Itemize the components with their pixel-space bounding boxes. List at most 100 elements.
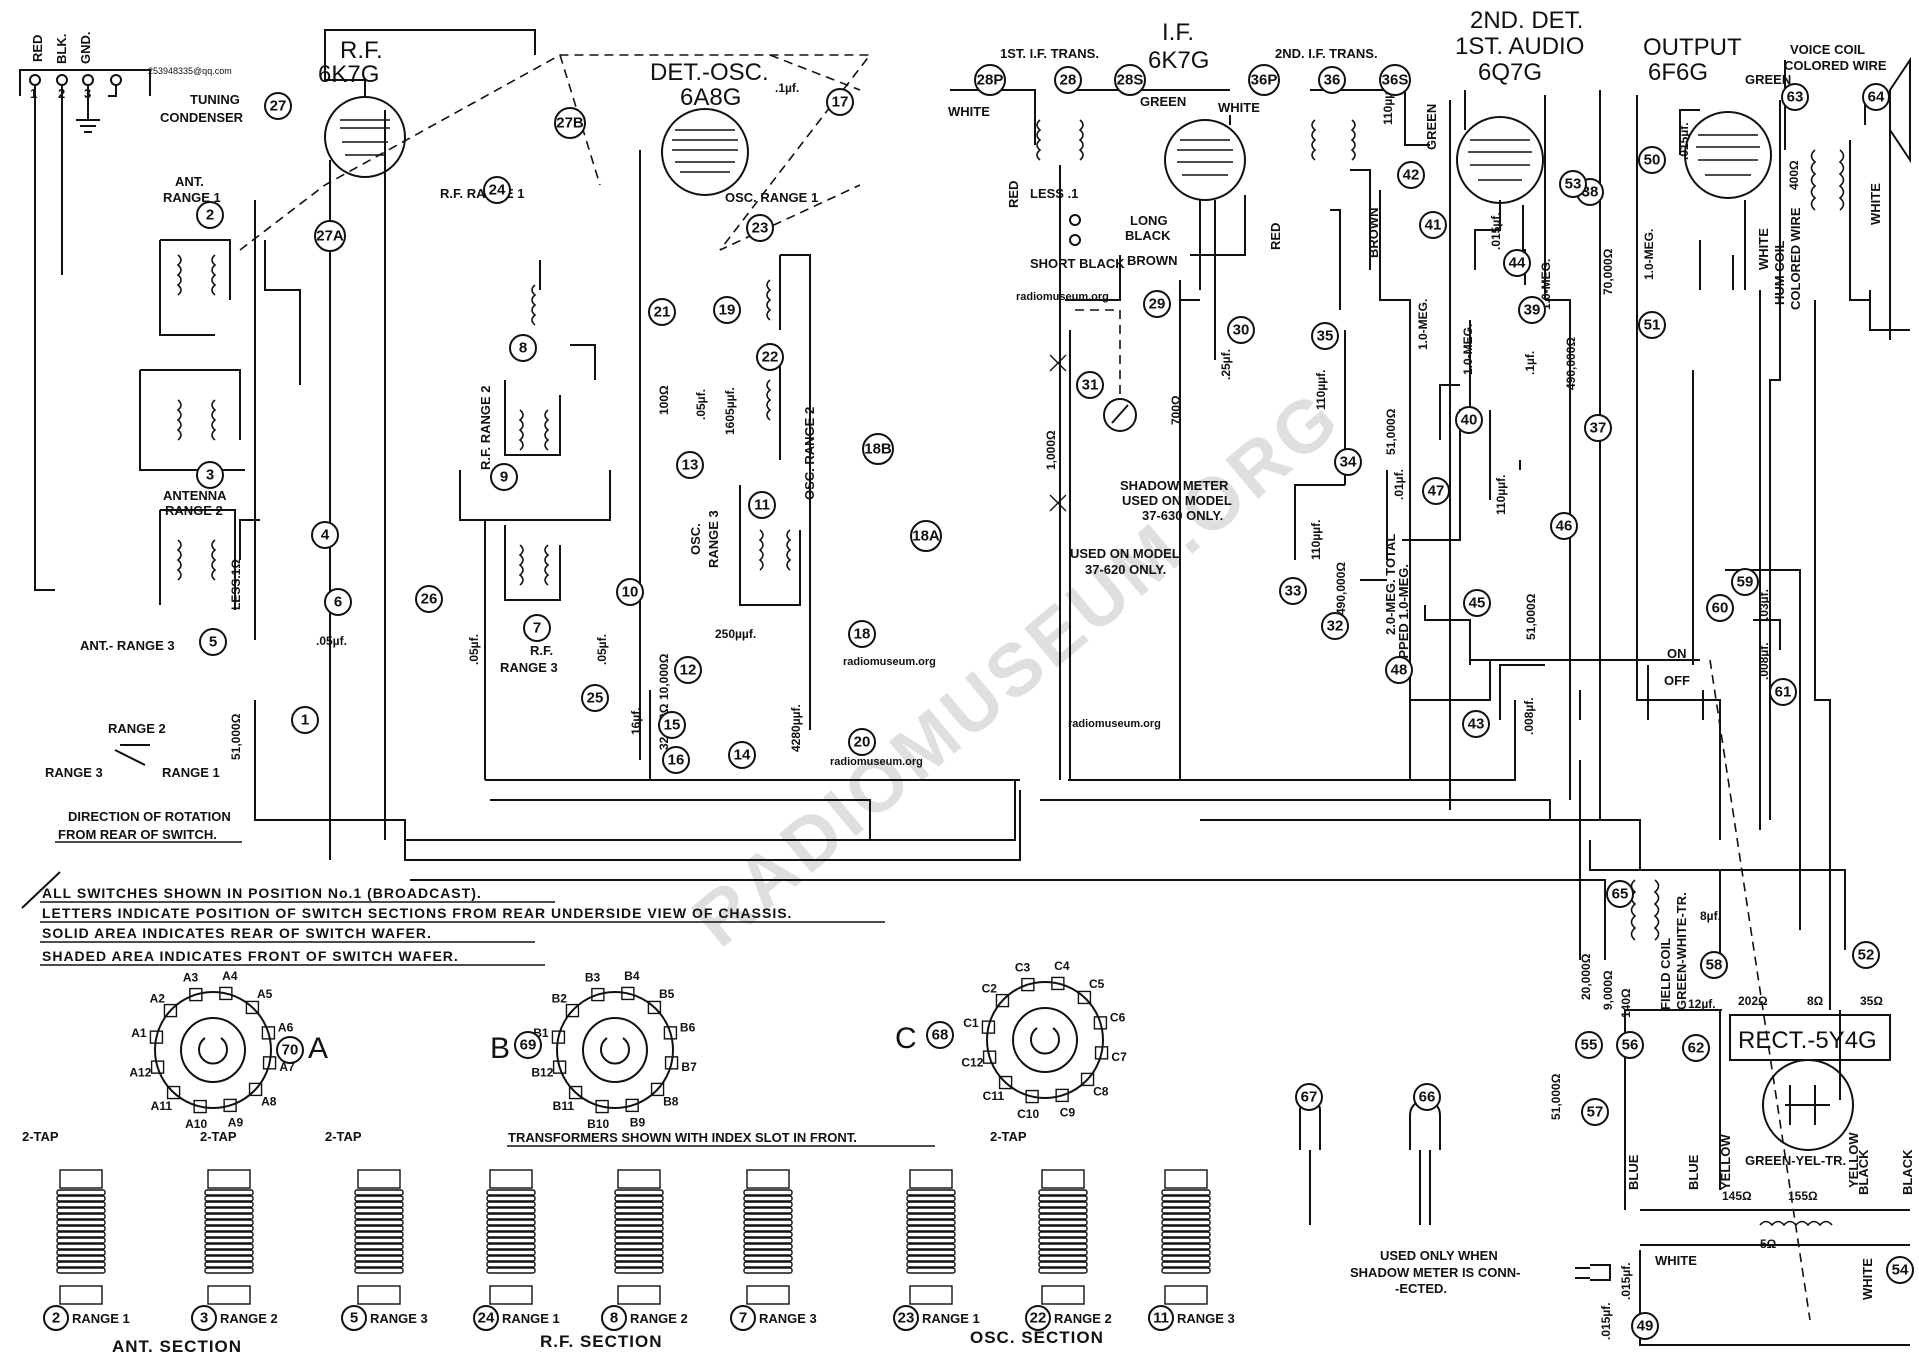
callout-43: 43 bbox=[1462, 710, 1490, 738]
callout-28s: 28S bbox=[1114, 64, 1146, 96]
ant-coils: ANT. RANGE 1 ANTENNA RANGE 2 ANT.- RANGE… bbox=[80, 92, 301, 653]
val-r63: 400Ω bbox=[1787, 160, 1801, 190]
svg-text:11: 11 bbox=[754, 497, 770, 514]
ant-range1-label-1: ANT. bbox=[175, 174, 204, 189]
rf-range3-label-1: R.F. bbox=[530, 643, 553, 658]
callout-17: 17 bbox=[826, 88, 854, 116]
switch-contact-c9: C9 bbox=[1060, 1106, 1076, 1120]
switch-contact-b2: B2 bbox=[552, 991, 568, 1005]
osc-range2-label: OSC. RANGE 2 bbox=[802, 407, 817, 500]
switch-contact-b9: B9 bbox=[630, 1116, 646, 1130]
val-c49b: .015µf. bbox=[1599, 1302, 1613, 1340]
tapped-label: TAPPED 1.0-MEG. bbox=[1396, 564, 1411, 675]
callout-66: 66 bbox=[1413, 1083, 1441, 1111]
callout-55: 55 bbox=[1575, 1031, 1603, 1059]
coil-label-5: RANGE 2 bbox=[630, 1311, 688, 1326]
callout-25: 25 bbox=[581, 684, 609, 712]
output-tube-line1: OUTPUT bbox=[1643, 34, 1742, 61]
val-c12: 250µµf. bbox=[715, 627, 756, 641]
callout-36: 36 bbox=[1318, 66, 1346, 94]
callout-60: 60 bbox=[1706, 594, 1734, 622]
svg-text:10: 10 bbox=[622, 584, 639, 601]
val-less-1: LESS.1Ω bbox=[229, 559, 243, 610]
ant-range1-label-2: RANGE 1 bbox=[163, 190, 221, 205]
component-values: .1µf. .05µf. 100Ω 1605µµf. 10,000Ω 32,00… bbox=[229, 81, 1883, 1340]
terminal-1-label: 1 bbox=[30, 86, 37, 101]
if-brown-label: BROWN bbox=[1366, 207, 1381, 258]
svg-text:26: 26 bbox=[421, 591, 438, 608]
callout-51: 51 bbox=[1638, 311, 1666, 339]
coil-label-4: RANGE 1 bbox=[502, 1311, 560, 1326]
svg-text:36P: 36P bbox=[1251, 72, 1278, 89]
svg-text:25: 25 bbox=[587, 690, 604, 707]
shadow-meter-label-2: USED ON MODEL bbox=[1122, 493, 1232, 508]
callout-36s: 36S bbox=[1379, 64, 1411, 96]
val-r140: 140Ω bbox=[1619, 988, 1633, 1018]
val-c35: 110µµf. bbox=[1314, 369, 1328, 410]
val-c13: 1605µµf. bbox=[723, 387, 737, 435]
switch-contact-c10: C10 bbox=[1017, 1107, 1039, 1121]
brown-label: BROWN bbox=[1127, 253, 1178, 268]
callout-1: 1 bbox=[291, 706, 319, 734]
callout-18b: 18B bbox=[862, 433, 894, 465]
svg-text:43: 43 bbox=[1468, 716, 1485, 733]
callout-61: 61 bbox=[1769, 678, 1797, 706]
antenna-range2-label-2: RANGE 2 bbox=[165, 503, 223, 518]
osc-range3-label-2: RANGE 3 bbox=[706, 510, 721, 568]
switch-contact-a10: A10 bbox=[185, 1117, 207, 1131]
val-r57: 51,000Ω bbox=[1549, 1073, 1563, 1120]
svg-text:30: 30 bbox=[1233, 322, 1250, 339]
det2-tube-line1: 2ND. DET. bbox=[1470, 7, 1583, 34]
svg-text:18A: 18A bbox=[912, 528, 940, 545]
osc-section-label: OSC. SECTION bbox=[970, 1328, 1104, 1347]
shadow-meter-label-1: SHADOW METER bbox=[1120, 478, 1229, 493]
speaker: VOICE COIL COLORED WIRE WHITE HUM COIL C… bbox=[1756, 42, 1911, 310]
switch-contact-a2: A2 bbox=[150, 991, 166, 1005]
switch-contact-c5: C5 bbox=[1089, 977, 1105, 991]
callout-27b: 27B bbox=[554, 107, 586, 139]
det2-tube-line3: 6Q7G bbox=[1478, 59, 1542, 86]
radiomuseum-text-3: radiomuseum.org bbox=[1068, 718, 1161, 730]
callout-45: 45 bbox=[1463, 589, 1491, 617]
callout-50: 50 bbox=[1638, 146, 1666, 174]
svg-text:70: 70 bbox=[282, 1042, 299, 1059]
switch-contact-b3: B3 bbox=[585, 970, 601, 984]
tuning-condenser-label-1: TUNING bbox=[190, 92, 240, 107]
det2-tube-line2: 1ST. AUDIO bbox=[1455, 33, 1584, 60]
if-less-label: LESS .1 bbox=[1030, 186, 1078, 201]
val-r29: 700Ω bbox=[1169, 395, 1183, 425]
callout-65: 65 bbox=[1606, 880, 1634, 908]
callout-9: 9 bbox=[490, 463, 518, 491]
rf-tube-line1: R.F. bbox=[340, 37, 383, 64]
svg-text:28P: 28P bbox=[977, 72, 1004, 89]
rot-range2-label: RANGE 2 bbox=[108, 721, 166, 736]
svg-text:40: 40 bbox=[1461, 412, 1478, 429]
if-green-label: GREEN bbox=[1140, 94, 1186, 109]
svg-text:69: 69 bbox=[520, 1037, 537, 1054]
callout-11: 11 bbox=[748, 491, 776, 519]
osc-coils: OSC. RANGE 1 OSC. RANGE 2 OSC. RANGE 3 bbox=[688, 190, 818, 730]
switch-contact-c8: C8 bbox=[1093, 1085, 1109, 1099]
svg-text:48: 48 bbox=[1391, 662, 1408, 679]
rect-tube-label: RECT.-5Y4G bbox=[1738, 1027, 1877, 1054]
tube-rf: R.F. 6K7G bbox=[318, 29, 536, 178]
coil-num-6: 7 bbox=[739, 1310, 747, 1327]
callout-4: 4 bbox=[311, 521, 339, 549]
rotation-switch: RANGE 2 RANGE 3 RANGE 1 DIRECTION OF ROT… bbox=[45, 721, 242, 843]
val-c30: .25µf. bbox=[1219, 349, 1233, 380]
terminal-gnd-label: GND. bbox=[78, 32, 93, 65]
val-r202: 202Ω bbox=[1738, 994, 1768, 1008]
if-green2-label: GREEN bbox=[1424, 104, 1439, 150]
two-tap-label-3: 2-TAP bbox=[325, 1129, 362, 1144]
used-on-620-label-2: 37-620 ONLY. bbox=[1085, 562, 1166, 577]
svg-text:24: 24 bbox=[489, 182, 506, 199]
callout-6: 6 bbox=[324, 588, 352, 616]
two-tap-label-1: 2-TAP bbox=[22, 1129, 59, 1144]
svg-text:17: 17 bbox=[832, 94, 849, 111]
switch-contact-a9: A9 bbox=[228, 1116, 244, 1130]
val-c6: .05µf. bbox=[316, 634, 347, 648]
callout-32: 32 bbox=[1321, 612, 1349, 640]
coil-label-7: RANGE 1 bbox=[922, 1311, 980, 1326]
